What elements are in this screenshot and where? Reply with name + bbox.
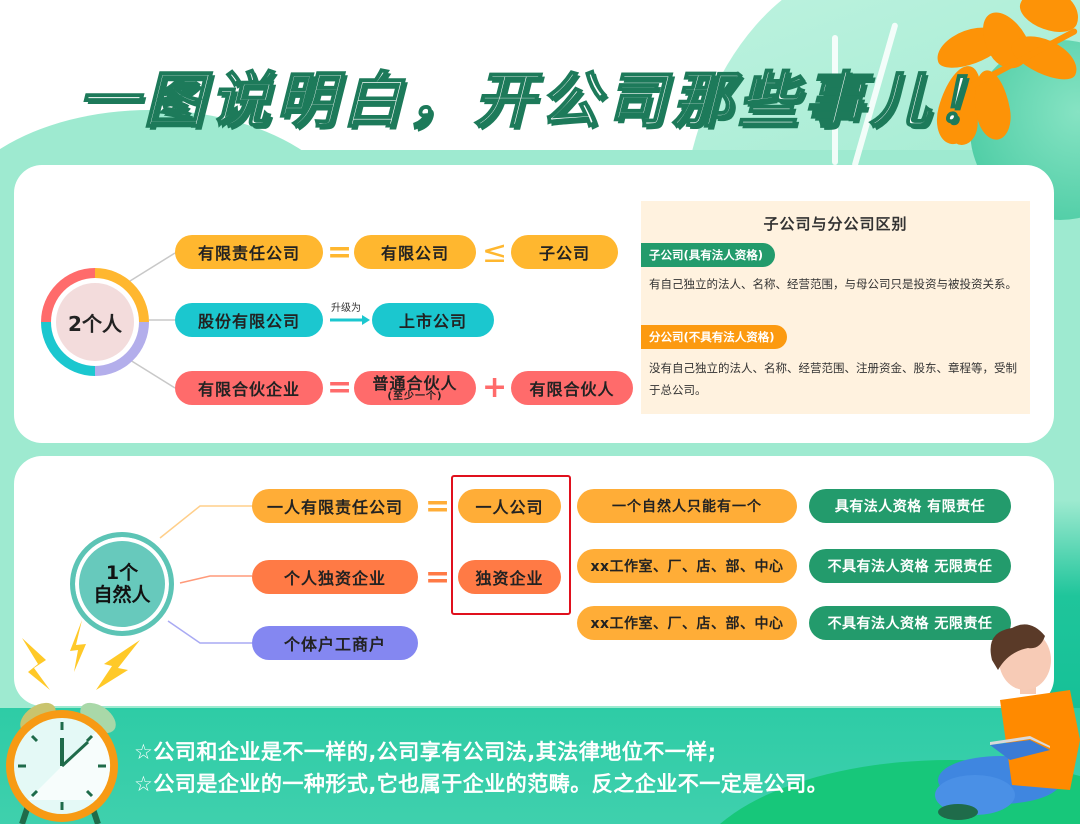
less-or-equal-sign: ≤ <box>482 235 508 270</box>
equals-sign: = <box>327 370 353 405</box>
branch-tag: 分公司(不具有法人资格) <box>641 325 787 349</box>
highlight-box <box>451 475 571 615</box>
one-person-center-node: 1个 自然人 <box>70 532 174 636</box>
node-subsidiary: 子公司 <box>511 235 618 269</box>
node-sole-proprietorship: 个人独资企业 <box>252 560 418 594</box>
subsidiary-vs-branch-box: 子公司与分公司区别 子公司(具有法人资格) 有自己独立的法人、名称、经营范围，与… <box>641 201 1030 414</box>
status-legal-person-limited: 具有法人资格 有限责任 <box>809 489 1011 523</box>
branch-description: 没有自己独立的法人、名称、经营范围、注册资金、股东、章程等，受制于总公司。 <box>649 361 1017 397</box>
footer-note-1: ☆公司和企业是不一样的,公司享有公司法,其法律地位不一样; <box>134 740 717 764</box>
node-listed-company: 上市公司 <box>372 303 494 337</box>
node-sole-enterprise: 独资企业 <box>458 560 561 594</box>
decorative-stroke <box>832 35 838 165</box>
status-no-legal-person-unlimited: 不具有法人资格 无限责任 <box>809 549 1011 583</box>
equals-sign: = <box>327 235 353 270</box>
one-person-label-line2: 自然人 <box>93 584 151 606</box>
equals-sign: = <box>425 560 451 595</box>
node-individual-business: 个体户工商户 <box>252 626 418 660</box>
one-person-label-line1: 1个 <box>105 562 139 584</box>
node-general-partner: 普通合伙人 (至少一个) <box>354 371 476 405</box>
node-limited-partner: 有限合伙人 <box>511 371 633 405</box>
plus-sign: + <box>482 370 508 405</box>
equals-sign: = <box>425 489 451 524</box>
upgrade-arrow-label: 升级为 <box>331 303 361 314</box>
node-joint-stock-company: 股份有限公司 <box>175 303 323 337</box>
node-limited-partnership: 有限合伙企业 <box>175 371 323 405</box>
general-partner-note: (至少一个) <box>387 390 443 402</box>
footer-note-2: ☆公司是企业的一种形式,它也属于企业的范畴。反之企业不一定是公司。 <box>134 772 829 796</box>
node-one-person-company: 一人公司 <box>458 489 561 523</box>
subsidiary-description: 有自己独立的法人、名称、经营范围，与母公司只是投资与被投资关系。 <box>649 277 1017 291</box>
two-person-label: 2个人 <box>56 283 134 361</box>
two-person-center-node: 2个人 <box>41 268 149 376</box>
comparison-title: 子公司与分公司区别 <box>763 215 908 233</box>
node-one-person-llc: 一人有限责任公司 <box>252 489 418 523</box>
page-title: 一图说明白，开公司那些事儿！ <box>77 65 1002 137</box>
node-one-person-desc: 一个自然人只能有一个 <box>577 489 797 523</box>
node-limited-company: 有限公司 <box>354 235 476 269</box>
node-individual-desc: xx工作室、厂、店、部、中心 <box>577 606 797 640</box>
node-limited-liability-company: 有限责任公司 <box>175 235 323 269</box>
subsidiary-tag: 子公司(具有法人资格) <box>641 243 776 267</box>
status-no-legal-person-unlimited: 不具有法人资格 无限责任 <box>809 606 1011 640</box>
node-sole-desc: xx工作室、厂、店、部、中心 <box>577 549 797 583</box>
general-partner-label: 普通合伙人 <box>372 373 458 393</box>
